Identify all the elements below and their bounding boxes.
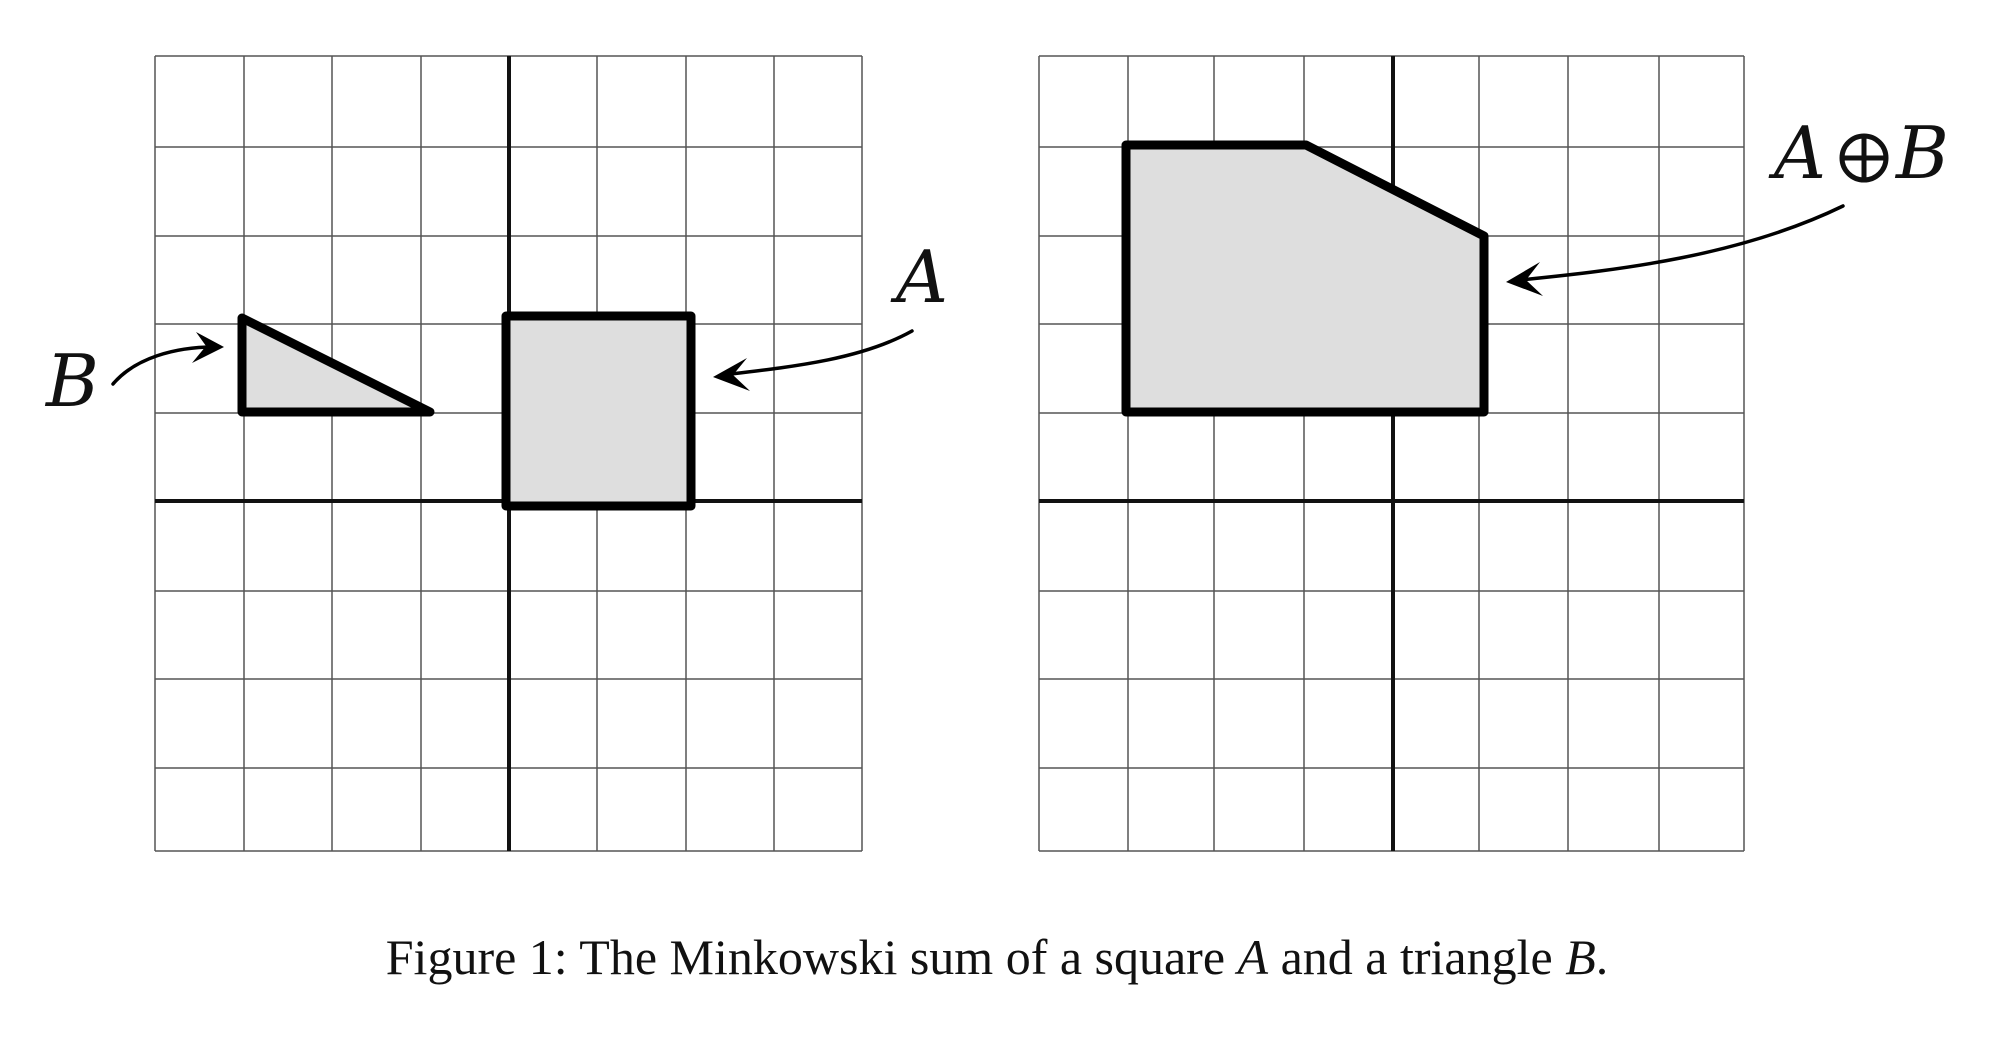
minkowski-sum-polygon	[1121, 140, 1489, 417]
caption-text-1: The Minkowski sum of a square	[579, 929, 1226, 985]
label-sum-b: B	[1894, 111, 1949, 195]
label-b: B	[44, 339, 99, 423]
caption-text-3: .	[1595, 929, 1609, 985]
figure-caption: Figure 1: The Minkowski sum of a square …	[0, 928, 1994, 986]
square-a	[501, 311, 696, 511]
right-panel: A B	[1038, 55, 1949, 852]
label-a: A	[890, 235, 948, 319]
label-sum-a: A	[1768, 111, 1826, 195]
left-panel: A B	[44, 55, 948, 852]
caption-symbol-a: A	[1237, 929, 1269, 985]
oplus-symbol	[1839, 133, 1889, 183]
arrow-to-b	[111, 332, 224, 386]
arrow-to-a	[713, 329, 914, 391]
arrow-to-sum	[1506, 204, 1845, 296]
caption-symbol-b: B	[1565, 929, 1596, 985]
caption-text-2: and a triangle	[1280, 929, 1553, 985]
triangle-b	[237, 313, 435, 417]
caption-prefix: Figure 1:	[385, 929, 568, 985]
label-a-oplus-b: A B	[1768, 111, 1949, 195]
